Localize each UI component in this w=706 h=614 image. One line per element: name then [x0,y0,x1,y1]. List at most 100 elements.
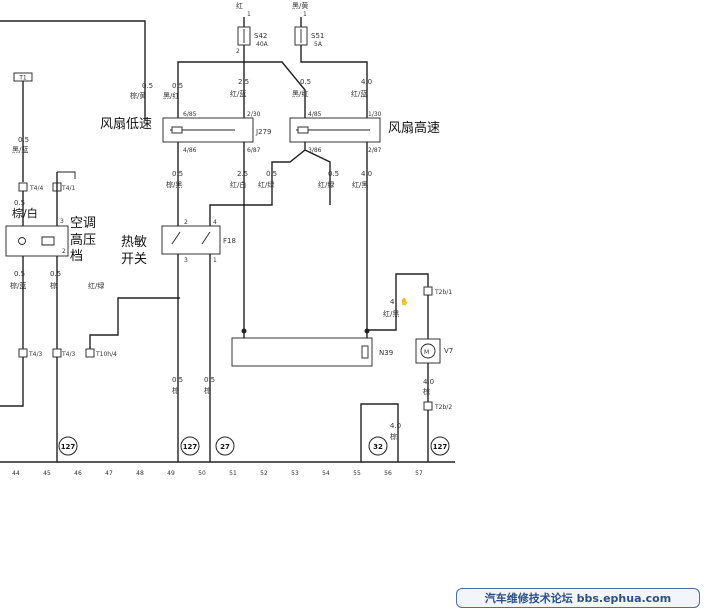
wire-label-w3-color: 红/蓝 [230,89,246,98]
connector-t2b2 [423,401,433,411]
wire-label-w19-size: 4.0 [423,378,434,386]
ground-2 [180,436,200,456]
label-thermo-line2: 开关 [121,252,147,267]
motor-symbol: M [424,349,429,356]
fuse2-name: S51 [311,32,324,40]
ground-3 [215,436,235,456]
fuse1-out-pin: 2 [236,48,240,55]
relay-high-pin-in-right: 1/30 [368,111,382,118]
wire-label-w1-color: 棕/黄 [130,91,146,100]
bus-number: 53 [291,470,299,477]
resistor-element-icon [361,345,369,359]
ground-5-label: 127 [433,443,448,451]
wire-label-w7-size: 0.5 [172,170,183,178]
wire-label-w9-size: 0.5 [266,170,277,178]
wire-label-w6-color: 黑/蓝 [12,145,28,154]
ground-1 [58,436,78,456]
fuse1-color: 红 [236,1,243,10]
connector-t4c [18,348,28,358]
thermo-contact-b-icon [201,231,211,245]
bus-number: 57 [415,470,423,477]
label-thermo-line1: 热敏 [121,235,147,250]
pressure-switch-pin-3: 3 [60,218,64,225]
wire-ground-32 [360,403,399,462]
wire-left-6 [0,357,24,407]
wire-label-w14-size: 0.5 [50,270,61,278]
resistor-n39 [231,337,373,367]
connector-t2b1 [423,286,433,296]
wire-label-w1-size: 0.5 [142,82,153,90]
resistor-name: N39 [379,349,393,357]
wire-label-w17-size: 0.5 [204,376,215,384]
pressure-switch-pin-2: 2 [62,248,66,255]
relay-low-coil-icon [171,126,183,134]
label-ac-line3: 档 [70,249,83,264]
wire-label-w13-size: 0.5 [14,270,25,278]
thermo-contact-a-icon [171,231,181,245]
wire-label-w11-color: 红/黑 [352,180,368,189]
wire-label-w10-size: 0.5 [328,170,339,178]
motor-icon [420,343,436,359]
fuse2-color: 黑/黄 [292,1,308,10]
wire-label-w16-size: 0.5 [172,376,183,384]
wire-label-w3-size: 2.5 [238,78,249,86]
label-ac-line1: 空调 [70,216,96,231]
bus-number: 46 [74,470,82,477]
fuse1-amp: 40A [256,41,269,48]
wire-dist-right1 [244,61,306,118]
watermark: 汽车维修技术论坛 bbs.ephua.com [456,588,700,608]
thermo-name: F18 [223,237,236,245]
wire-label-w8-size: 2.5 [237,170,248,178]
relay-high-pin-out-right: 2/87 [368,147,382,154]
wire-label-w18-size: 4 [390,298,395,306]
wire-label-w12-color: 棕/白 [12,206,38,220]
wire-label-w5-size: 4.0 [361,78,372,86]
motor-name: V7 [444,347,453,355]
wire-label-w18-color: 红/黑 [383,309,399,318]
label-fan-low: 风扇低速 [100,116,152,132]
pressure-switch-element-icon [41,236,55,246]
wire-label-w6-size: 0.5 [18,136,29,144]
motor-v7 [415,338,441,364]
thermo-pin-1: 1 [213,257,217,264]
fuse2-num: 1 [303,11,307,18]
wire-left-3-top [57,171,76,179]
fuse2-amp: 5A [314,41,323,48]
bus-number: 49 [167,470,175,477]
bus-number: 44 [12,470,20,477]
connector-t2b2-label: T2b/2 [434,404,452,411]
ground-2-label: 127 [183,443,198,451]
thermo-pin-2: 2 [184,219,188,226]
bus-number: 50 [198,470,206,477]
relay-high-coil-icon [297,126,309,134]
wire-motor-feed [367,273,429,331]
wire-label-w19-color: 棕 [423,387,430,396]
wire-label-w5-color: 红/蓝 [351,89,367,98]
ground-5 [430,436,450,456]
relay-low-pin-out-right: 6/87 [247,147,261,154]
fuse1-name: S42 [254,32,267,40]
bus-number: 56 [384,470,392,477]
bus-number: 51 [229,470,237,477]
thermo-switch [161,225,221,255]
wire-label-w17-color: 棕 [204,386,211,395]
wire-label-w2-size: 0.5 [172,82,183,90]
wire-dist-left [177,56,245,118]
hand-pointer-icon: ✋ [400,297,409,306]
wire-label-w8-color: 红/白 [230,180,246,189]
bus-number: 47 [105,470,113,477]
wire-label-w2-color: 黑/红 [163,91,179,100]
connector-t4d [52,348,62,358]
pressure-switch [5,225,69,257]
wire-label-w4-size: 0.5 [300,78,311,86]
label-ac-line2: 高压 [70,232,96,248]
ground-1-label: 127 [61,443,76,451]
relay-high-pin-in-left: 4/85 [308,111,322,118]
connector-t4d-label: T4/3 [61,351,76,358]
connector-top-left-label: T1 [18,75,27,82]
wire-label-w7-color: 棕/黑 [166,180,182,189]
label-fan-high: 风扇高速 [388,120,440,136]
wire-label-w11-size: 4.0 [361,170,372,178]
wire-label-w16-color: 棕 [172,386,179,395]
